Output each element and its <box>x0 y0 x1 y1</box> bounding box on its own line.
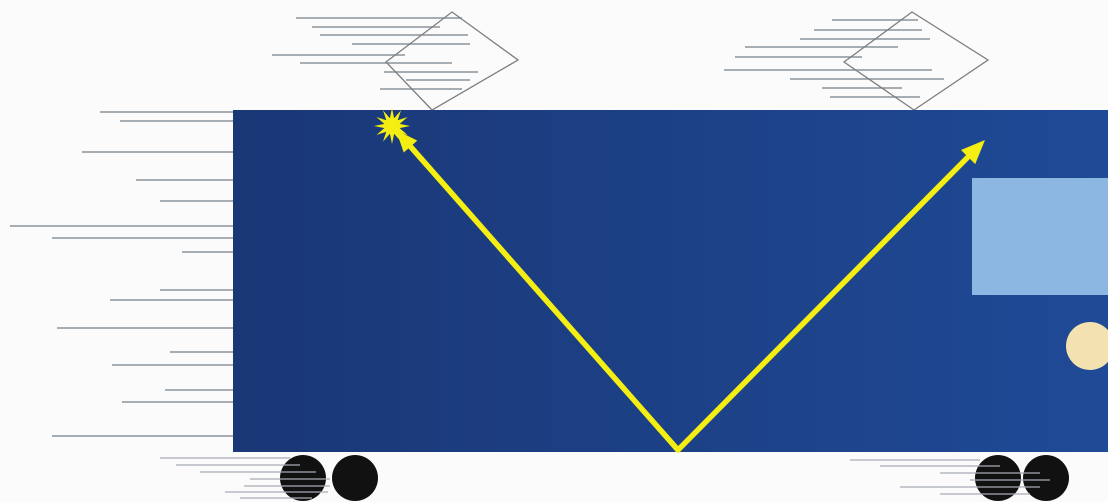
pantograph-motion-lines-right <box>724 20 944 97</box>
train-window <box>972 178 1108 295</box>
wheel-icon <box>332 455 378 501</box>
pantograph-icon <box>844 12 988 110</box>
wheel-icon <box>280 455 326 501</box>
rear-motion-lines <box>10 112 233 436</box>
pantograph-motion-lines-left <box>272 18 478 89</box>
